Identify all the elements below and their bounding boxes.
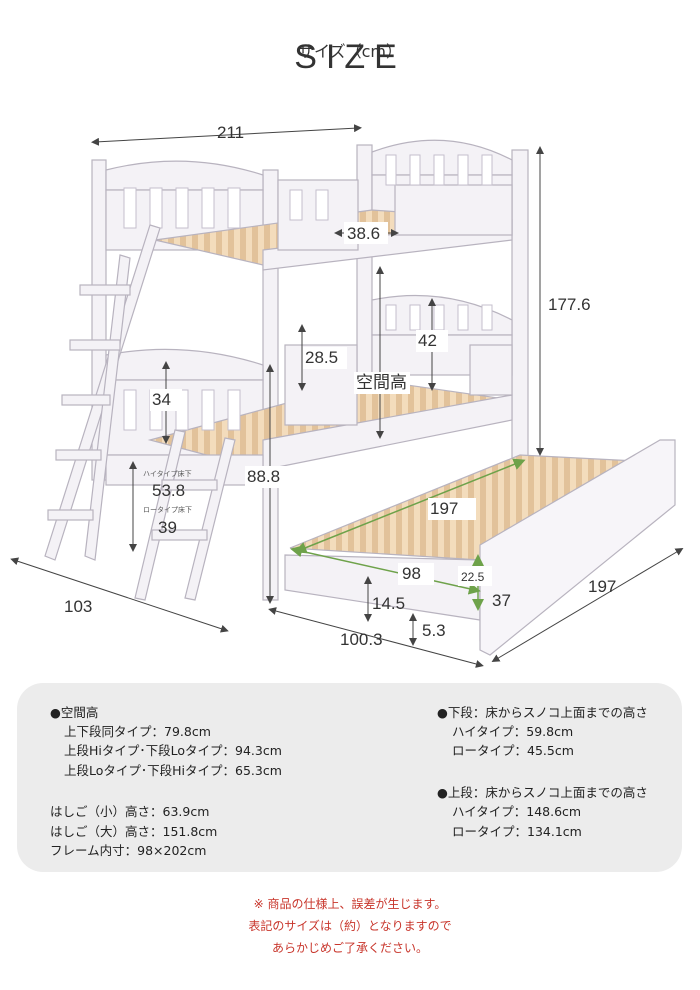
upper-item: ロータイプ：134.1cm: [452, 824, 582, 839]
dim-guard-opening: 38.6: [347, 224, 380, 243]
dim-trundle-height: 37: [492, 591, 511, 610]
spec-panel: [17, 683, 682, 872]
space-item: 上下段同タイプ：79.8cm: [64, 724, 211, 739]
ladder-small-height: はしご（小）高さ：63.9cm: [50, 804, 210, 819]
frame-inner-size: フレーム内寸：98×202cm: [50, 843, 207, 858]
large-ladder: [44, 224, 161, 561]
ladder-large-height: はしご（大）高さ：151.8cm: [50, 824, 218, 839]
notice: ※ 商品の仕様上、誤差が生じます。 表記のサイズは（約）となりますので あらかじ…: [0, 893, 700, 959]
size-heading: SIZE: [294, 38, 406, 76]
notice-line: あらかじめご了承ください。: [271, 941, 428, 955]
dim-trundle-length: 197: [430, 499, 458, 518]
lower-item: ハイタイプ：59.8cm: [452, 724, 574, 739]
size-title: SIZE: [0, 38, 700, 77]
dim-lower-post-height: 88.8: [247, 467, 280, 486]
upper-guard-slots: [123, 154, 493, 229]
upper-heading: ●上段：床からスノコ上面までの高さ: [437, 785, 648, 800]
dim-depth: 103: [64, 597, 92, 616]
space-heading: ●空間高: [50, 705, 99, 720]
dim-lower-bed-guard: 34: [152, 390, 171, 409]
dim-trundle-inner-height: 22.5: [461, 570, 485, 584]
size-subtitle: サイズ（cm）: [298, 42, 402, 61]
dim-total-height: 177.6: [548, 295, 591, 314]
dim-total-width: 211: [217, 123, 244, 142]
lo-floor-label: ロータイプ床下: [143, 505, 192, 514]
dim-trundle-width-outer: 100.3: [340, 630, 383, 649]
lower-guard-slots: [123, 304, 493, 431]
space-item: 上段Hiタイプ･下段Loタイプ：94.3cm: [64, 743, 282, 758]
lower-item: ロータイプ：45.5cm: [452, 743, 574, 758]
dim-trundle-width: 98: [402, 564, 421, 583]
dim-upper-guard-height: 42: [418, 331, 437, 350]
dim-space-label: 空間高: [356, 373, 407, 392]
dim-lo-floor: 39: [158, 518, 177, 537]
hi-floor-label: ハイタイプ床下: [143, 469, 192, 478]
dim-lower-guard-height: 28.5: [305, 348, 338, 367]
notice-line: ※ 商品の仕様上、誤差が生じます。: [253, 897, 447, 911]
trundle-bed: [284, 439, 676, 656]
dim-hi-floor: 53.8: [152, 481, 185, 500]
dim-trundle-clearance: 14.5: [372, 594, 405, 613]
bunk-bed-illustration: 211 177.6 103 197 100.3 38.6 42 28.5 空間高…: [10, 123, 684, 668]
dim-trundle-leg: 5.3: [422, 621, 446, 640]
lower-heading: ●下段：床からスノコ上面までの高さ: [437, 705, 648, 720]
dim-trundle-length-side: 197: [588, 577, 616, 596]
upper-item: ハイタイプ：148.6cm: [452, 804, 582, 819]
label-backs: [150, 222, 492, 586]
space-item: 上段Loタイプ･下段Hiタイプ：65.3cm: [64, 763, 282, 778]
notice-line: 表記のサイズは（約）となりますので: [248, 919, 452, 933]
